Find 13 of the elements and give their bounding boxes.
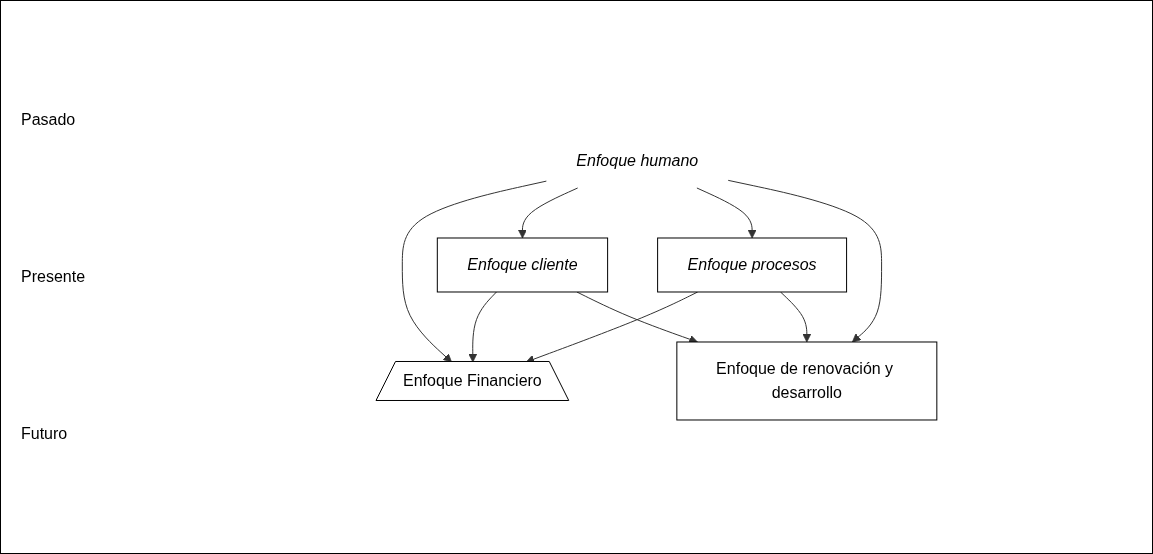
arrow xyxy=(780,291,812,343)
node-text: Enfoque humano xyxy=(576,152,699,169)
arrow xyxy=(401,180,547,363)
period-label: Futuro xyxy=(21,425,69,444)
arrow xyxy=(468,291,498,363)
node-box: Enfoque procesos xyxy=(657,237,848,293)
node-box: Enfoque de renovación y desarrollo xyxy=(676,341,938,421)
arrow xyxy=(518,187,579,239)
node-box: Enfoque cliente xyxy=(436,237,609,293)
period-label: Pasado xyxy=(21,110,77,129)
arrow xyxy=(696,187,757,239)
arrow xyxy=(727,179,883,343)
period-label: Presente xyxy=(21,268,87,286)
